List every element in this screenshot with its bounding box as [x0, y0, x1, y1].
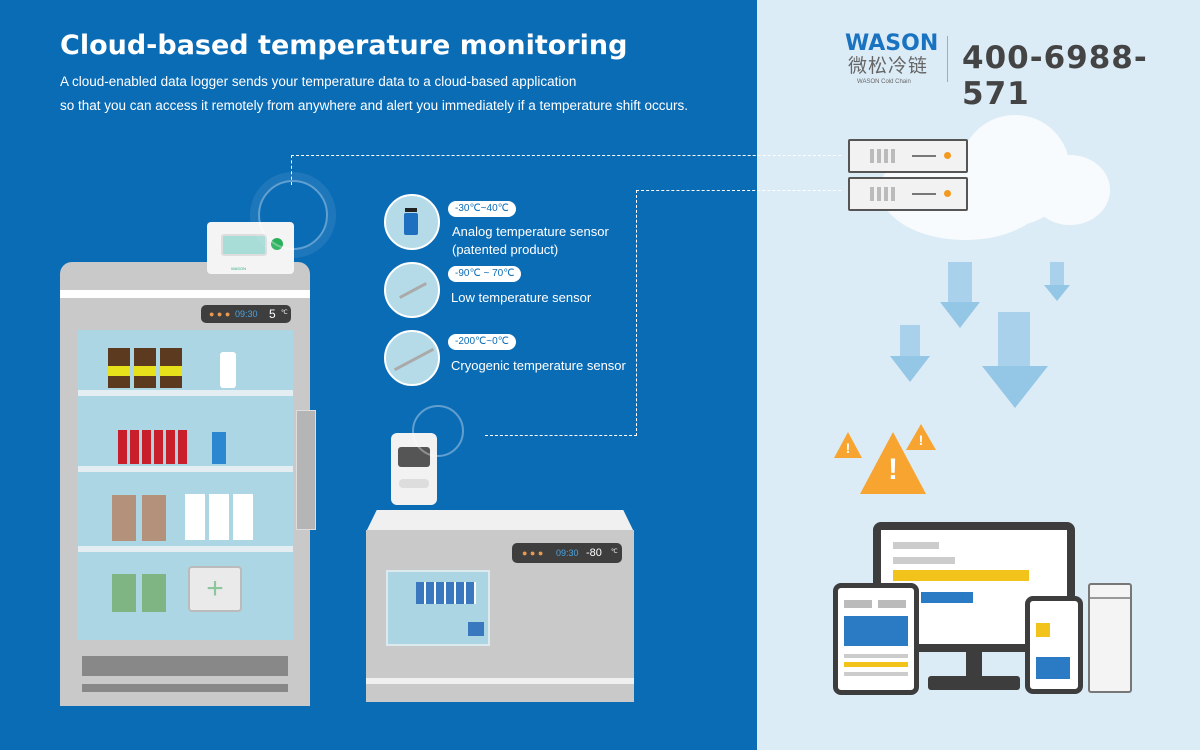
- fridge-display: ● ● ● 09:30 5 ℃: [201, 305, 291, 323]
- freezer-display: ● ● ● 09:30 -80 ℃: [512, 543, 622, 563]
- download-arrow-icon: [900, 325, 920, 357]
- sensor-name: Cryogenic temperature sensor: [451, 358, 626, 373]
- long-probe-icon: [384, 330, 440, 386]
- download-arrow-icon: [948, 262, 972, 302]
- fridge-time: 09:30: [235, 309, 258, 319]
- sensor-range-badge: -30℃~40℃: [448, 201, 516, 217]
- connection-line-fridge: [291, 155, 841, 185]
- fridge-handle: [296, 410, 316, 530]
- fridge-vent: [82, 684, 288, 692]
- connection-line-freezer: [636, 190, 841, 436]
- freezer-lid: [366, 510, 634, 532]
- download-arrow-icon: [1050, 262, 1064, 286]
- sensor-range-badge: -200℃~0℃: [448, 334, 516, 350]
- freezer-window: [386, 570, 490, 646]
- brand-logo-cn: 微松冷链: [848, 56, 929, 77]
- freezer-time: 09:30: [556, 548, 579, 558]
- wall-data-logger: WASON: [207, 222, 294, 274]
- wireless-signal-icon: [258, 180, 328, 250]
- download-arrow-icon: [998, 312, 1030, 368]
- smartphone: [1025, 596, 1083, 694]
- sensor-name: Analog temperature sensor: [452, 224, 609, 239]
- fridge-trim: [60, 290, 310, 298]
- shelf: [78, 546, 293, 552]
- server-icon: [848, 139, 968, 173]
- shelf: [78, 390, 293, 396]
- sensor-name: Low temperature sensor: [451, 290, 592, 305]
- computer-tower: [1088, 583, 1132, 693]
- first-aid-kit: +: [188, 566, 242, 612]
- connection-line-freezer-h: [485, 435, 637, 436]
- fridge-vent: [82, 656, 288, 676]
- divider: [947, 36, 948, 82]
- description-line-2: so that you can access it remotely from …: [60, 98, 689, 113]
- sensor-name-2: (patented product): [452, 242, 559, 257]
- brand-logo: WASON: [845, 31, 939, 56]
- fridge-temp: 5: [269, 307, 276, 321]
- description-line-1: A cloud-enabled data logger sends your t…: [60, 74, 577, 89]
- tablet: [833, 583, 919, 695]
- phone-number: 400-6988-571: [962, 40, 1148, 112]
- wireless-signal-icon: [412, 405, 464, 457]
- sensor-range-badge: -90℃ ~ 70℃: [448, 266, 522, 282]
- server-icon: [848, 177, 968, 211]
- brand-logo-sub: WASON Cold Chain: [857, 79, 911, 85]
- probe-icon: [384, 262, 440, 318]
- vial-sensor-icon: [384, 194, 440, 250]
- page-title: Cloud-based temperature monitoring: [60, 30, 628, 61]
- freezer-temp: -80: [586, 547, 602, 559]
- shelf: [78, 466, 293, 472]
